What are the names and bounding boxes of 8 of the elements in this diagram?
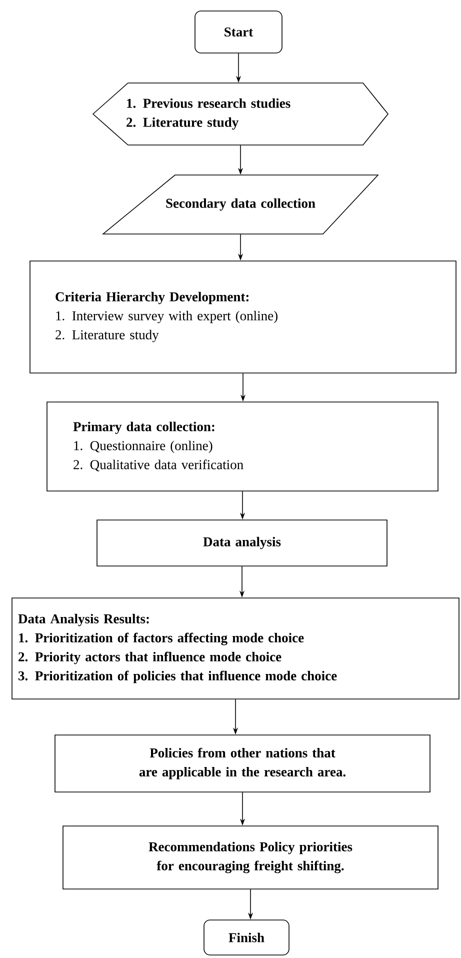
- process-box: Criteria Hierarchy Development: 1. Interview survey with expert (online) 2. Literature study: [30, 260, 456, 374]
- process-box: Policies from other nations that are applicable in the research area.: [54, 734, 430, 792]
- process-box: Primary data collection: 1. Questionnaire (online) 2. Qualitative data verification: [46, 402, 438, 492]
- terminal-box: Finish: [204, 920, 290, 956]
- terminal-box: Start: [194, 10, 282, 54]
- process-box: Recommendations Policy priorities for encouraging freight shifting.: [62, 826, 438, 890]
- process-box: Data analysis: [96, 520, 388, 566]
- process-box: Data Analysis Results: 1. Prioritization of factors affecting mode choice 2. Priority actors that influence mode choice 3. Prioritization of policies that influence mode choice: [12, 598, 460, 700]
